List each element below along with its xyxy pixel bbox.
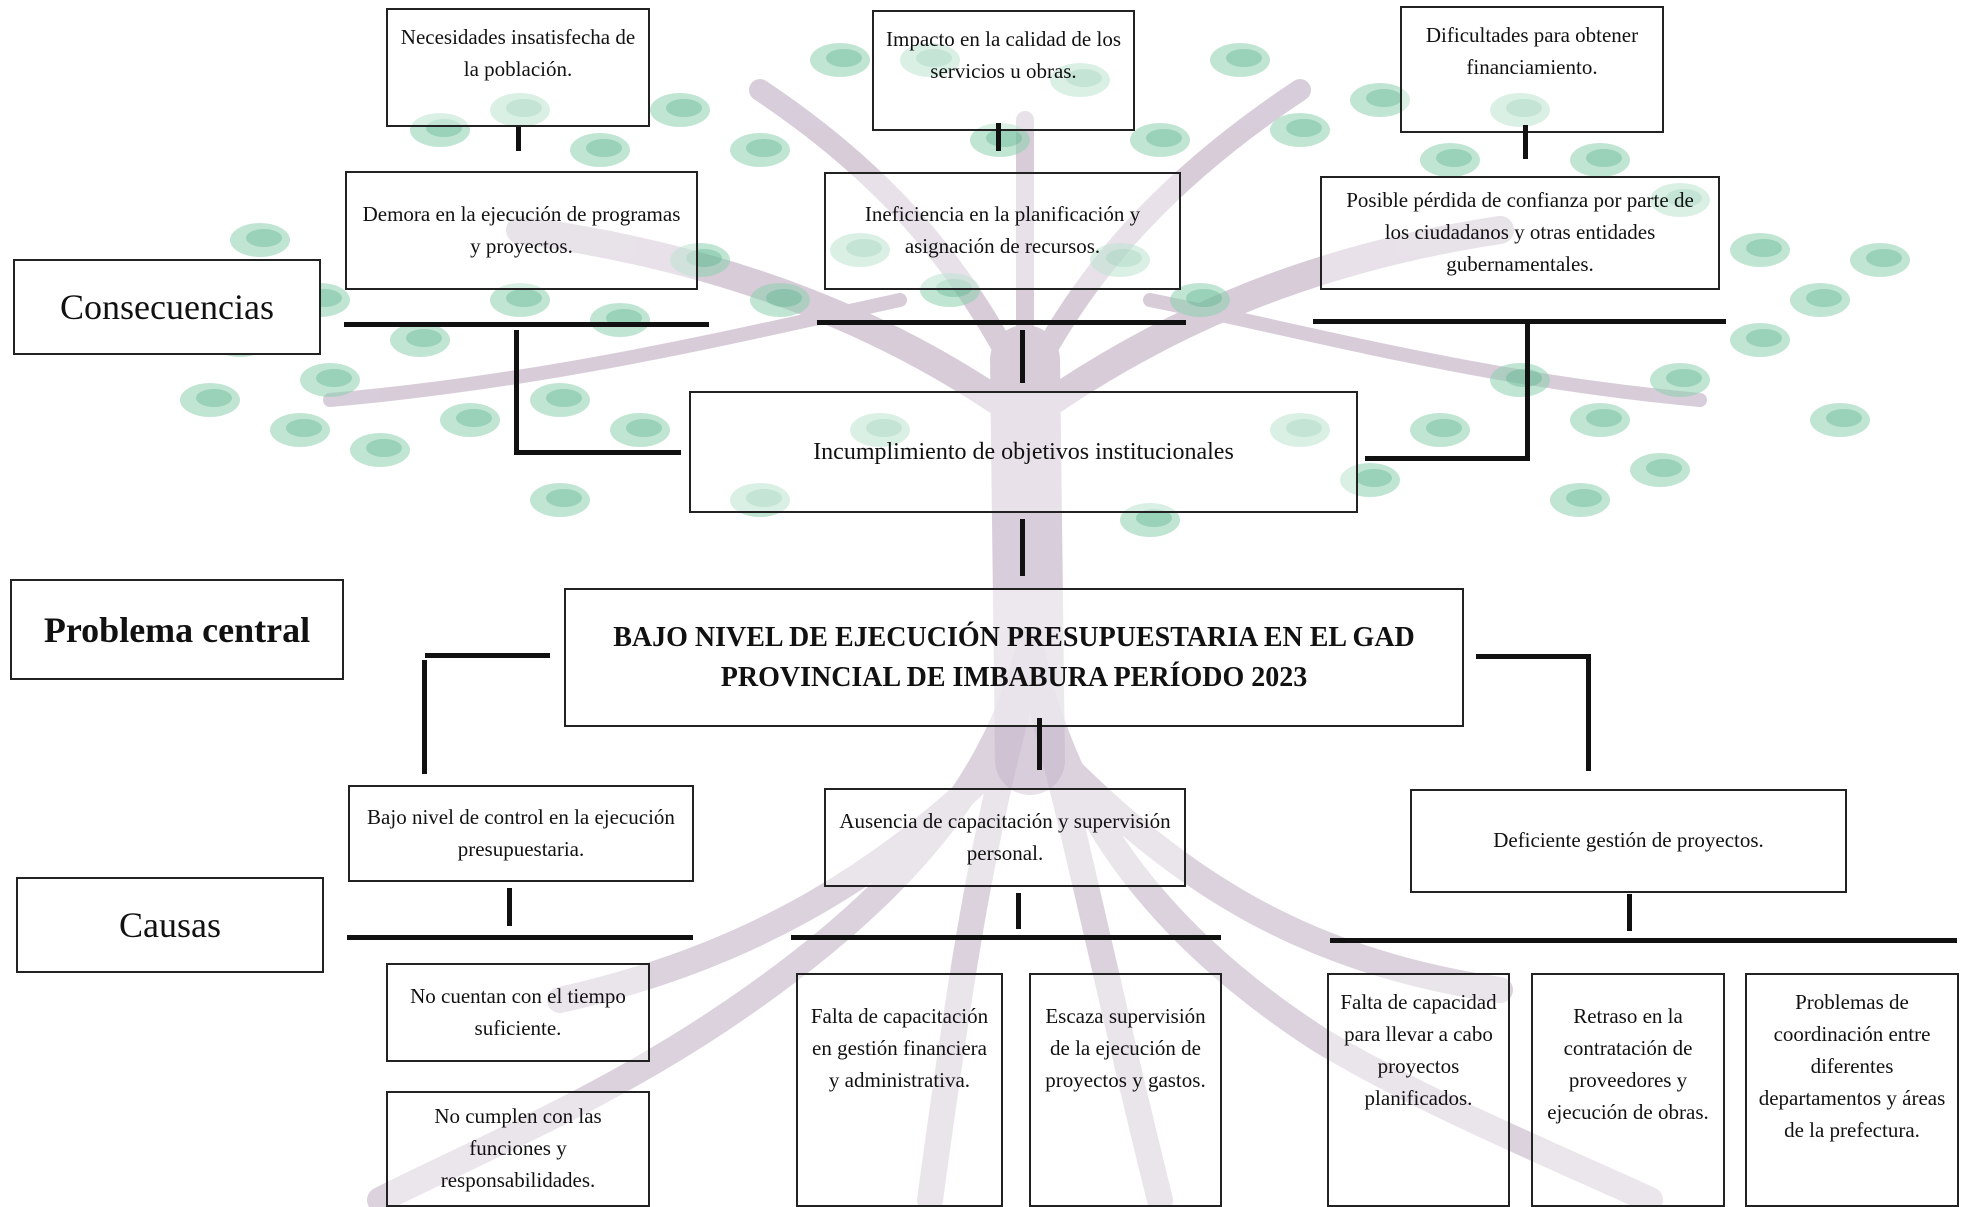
sub-cause-right-1: Falta de capacidad para llevar a cabo pr… — [1327, 973, 1510, 1207]
connector-bar — [1313, 319, 1726, 324]
consequence-box-mid-2: Ineficiencia en la planificación y asign… — [824, 172, 1181, 290]
connector-line — [425, 653, 550, 658]
sub-cause-left-1: No cuentan con el tiempo suficiente. — [386, 963, 650, 1062]
consequence-box-top-2: Impacto en la calidad de los servicios u… — [872, 10, 1135, 131]
connector-bar — [1330, 938, 1957, 943]
connector-tick — [507, 888, 512, 926]
cause-box-1: Bajo nivel de control en la ejecución pr… — [348, 785, 694, 882]
connector-line — [514, 450, 681, 455]
connector-bar — [791, 935, 1221, 940]
connector-bar — [344, 322, 709, 327]
connector-bar — [817, 320, 1186, 325]
connector-line — [1037, 718, 1042, 770]
connector-tick — [996, 123, 1001, 151]
connector-line — [1476, 654, 1591, 659]
sub-cause-right-3: Problemas de coordinación entre diferent… — [1745, 973, 1959, 1207]
connector-line — [1020, 330, 1025, 383]
connector-tick — [1523, 125, 1528, 159]
sub-cause-left-2: No cumplen con las funciones y responsab… — [386, 1091, 650, 1207]
connector-bar — [347, 935, 693, 940]
objective-box: Incumplimiento de objetivos instituciona… — [689, 391, 1358, 513]
connector-line — [422, 660, 427, 774]
connector-line — [514, 330, 519, 455]
consequence-box-top-3: Dificultades para obtener financiamiento… — [1400, 6, 1664, 133]
central-problem-box: BAJO NIVEL DE EJECUCIÓN PRESUPUESTARIA E… — [564, 588, 1464, 727]
consequence-box-top-1: Necesidades insatisfecha de la población… — [386, 8, 650, 127]
causes-label: Causas — [16, 877, 324, 973]
connector-line — [1365, 456, 1530, 461]
consequence-box-mid-1: Demora en la ejecución de programas y pr… — [345, 171, 698, 290]
central-problem-label: Problema central — [10, 579, 344, 680]
connector-line — [1586, 654, 1591, 771]
connector-tick — [516, 127, 521, 151]
cause-box-2: Ausencia de capacitación y supervisión p… — [824, 788, 1186, 887]
sub-cause-center-2: Escaza supervisión de la ejecución de pr… — [1029, 973, 1222, 1207]
connector-tick — [1627, 894, 1632, 931]
sub-cause-right-2: Retraso en la contratación de proveedore… — [1531, 973, 1725, 1207]
consequence-box-mid-3: Posible pérdida de confianza por parte d… — [1320, 176, 1720, 290]
connector-line — [1020, 519, 1025, 576]
connector-tick — [1016, 893, 1021, 929]
sub-cause-center-1: Falta de capacitación en gestión financi… — [796, 973, 1003, 1207]
consequences-label: Consecuencias — [13, 259, 321, 355]
cause-box-3: Deficiente gestión de proyectos. — [1410, 789, 1847, 893]
connector-line — [1525, 324, 1530, 461]
